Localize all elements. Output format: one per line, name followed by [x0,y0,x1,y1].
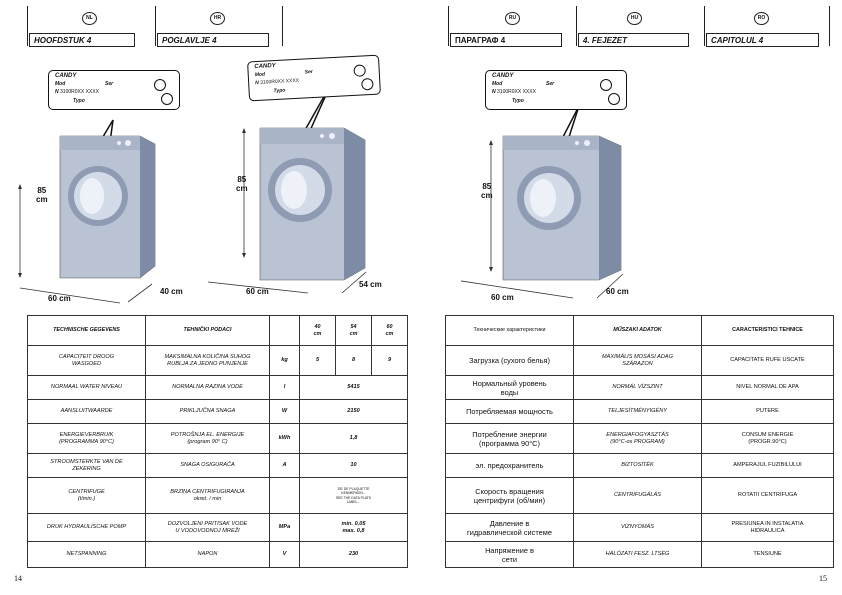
col-header-ru: Технические характеристики [445,315,574,346]
col-header-54cm: 54 cm [335,315,372,346]
table-row: CAPACITEIT DROOG WASGOED MAKSIMALNA KOLI… [27,345,408,376]
table-row: CENTRIFUGE (t/min.) BRZINA CENTRIFUGIRAN… [27,477,408,514]
width-dimension-left: 60 cm [48,294,71,303]
height-dimension-left: 85 cm [36,186,48,204]
table-row: DRUK HYDRAULISCHE POMP DOZVOLJENI PRITIS… [27,513,408,542]
table-row: AANSLUITWAARDE PRIKLJUČNA SNAGA W 2150 [27,399,408,424]
height-dimension-middle: 85 cm [236,175,248,193]
col-header-unit [269,315,300,346]
col-header-hr: TEHNIČKI PODACI [145,315,270,346]
depth-dimension-60: 60 cm [606,287,629,296]
left-page: NL HR HOOFDSTUK 4 POGLAVLJE 4 85 cm 60 c… [14,6,408,583]
lang-badge-hr: HR [210,12,225,25]
table-header-row: TECHNISCHE GEGEVENS TEHNIČKI PODACI 40 c… [27,315,408,346]
lang-badge-nl: NL [82,12,97,25]
height-dimension-right: 85 cm [481,182,493,200]
page-number-left: 14 [14,574,22,583]
table-row: Напряжение в сети HÁLÓZATI FESZ. LTSÉG T… [445,541,834,568]
chapter-title-hu: 4. FEJEZET [578,33,689,47]
table-row: NORMAAL WATER NIVEAU NORMALNA RAZINA VOD… [27,375,408,400]
chapter-title-ro: CAPITOLUL 4 [706,33,819,47]
table-row: Давление в гидравлической системе VÍZNYO… [445,513,834,542]
chapter-title-nl: HOOFDSTUK 4 [29,33,135,47]
col-header-ro: CARACTERISTICI TEHNICE [701,315,834,346]
data-plate-label-3: CANDY Mod N 3100R0XX XXXX Ser Typo [485,70,627,110]
table-row: ENERGIEVERBRUIK (PROGRAMMA 90°C) POTROŠN… [27,423,408,454]
chapter-title-hr: POGLAVLJE 4 [157,33,269,47]
right-page: RU HU RO ПАРАГРАФ 4 4. FEJEZET CAPITOLUL… [421,0,842,595]
col-header-hu: MŰSZAKI ADATOK [573,315,702,346]
depth-dimension-40: 40 cm [160,287,183,296]
table-row: NETSPANNING NAPON V 230 [27,541,408,568]
table-row: Загрузка (сухого белья) MAXIMÁLIS MOSÁSI… [445,345,834,376]
col-header-nl: TECHNISCHE GEGEVENS [27,315,146,346]
table-row: Скорость вращения центрифуги (об/мин) CE… [445,477,834,514]
spec-table-left: TECHNISCHE GEGEVENS TEHNIČKI PODACI 40 c… [27,315,408,568]
chapter-title-ru: ПАРАГРАФ 4 [450,33,562,47]
washing-machine-illustration-middle [207,85,367,294]
col-header-40cm: 40 cm [299,315,336,346]
lang-badge-ru: RU [505,12,520,25]
table-row: Нормальный уровень воды NORMÁL VÍZSZINT … [445,375,834,400]
lang-badge-hu: HU [627,12,642,25]
table-row: эл. предохранитель BIZTOSÍTÉK AMPERAJUL … [445,453,834,478]
data-plate-label-1: CANDY Mod N 3100R0XX XXXX Ser Typo [48,70,180,110]
table-header-row: Технические характеристики MŰSZAKI ADATO… [445,315,834,346]
table-row: Потребление энергии (программа 90°C) ENE… [445,423,834,454]
table-row: STROOMSTERKTE VAN DE ZEKERING SNAGA OSIG… [27,453,408,478]
col-header-60cm: 60 cm [371,315,408,346]
width-dimension-right: 60 cm [491,293,514,302]
depth-dimension-54: 54 cm [359,280,382,289]
page-number-right: 15 [819,574,827,583]
washing-machine-illustration-right [461,105,624,299]
spec-table-right: Технические характеристики MŰSZAKI ADATO… [445,315,834,568]
data-plate-label-2: CANDY Mod N 3100R0XX XXXX Ser Typo [247,54,381,102]
lang-badge-ro: RO [754,12,769,25]
width-dimension-middle: 60 cm [246,287,269,296]
washing-machine-illustration-left [18,119,156,304]
table-row: Потребляемая мощность TELJESÍTMÉNYIGÉNY … [445,399,834,424]
